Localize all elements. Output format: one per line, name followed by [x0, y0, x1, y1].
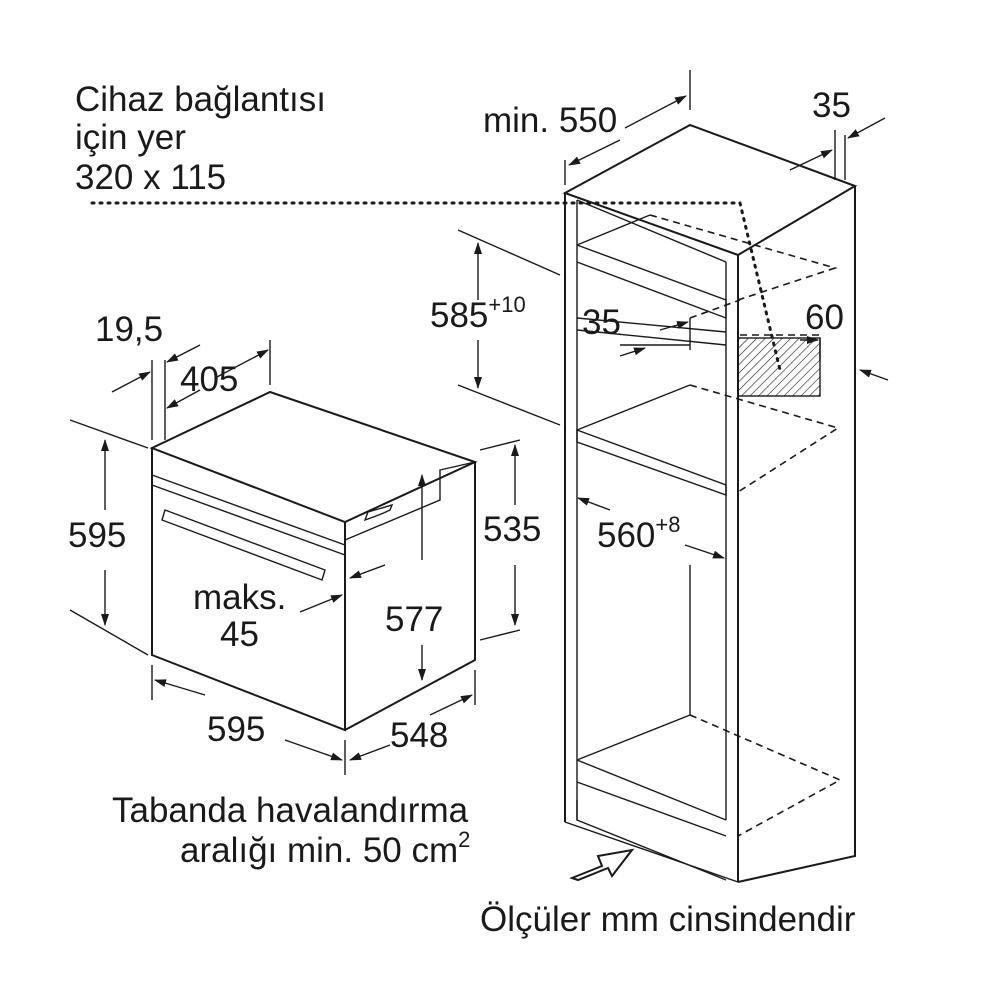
units-note: Ölçüler mm cinsindendir	[480, 900, 856, 939]
dim-560-tolerance: +8	[655, 512, 681, 537]
ventilation-label-2-text: aralığı min. 50 cm	[180, 831, 459, 870]
dim-548: 548	[390, 716, 449, 755]
dim-inner-60: 60	[805, 298, 844, 337]
dim-585-tolerance: +10	[488, 292, 526, 317]
connection-size: 320 x 115	[75, 158, 227, 197]
dim-585-value: 585	[430, 296, 489, 335]
ventilation-unit-sup: 2	[458, 827, 471, 852]
dim-maks-45: 45	[220, 615, 259, 654]
ventilation-label-2: aralığı min. 50 cm2	[180, 829, 470, 870]
ventilation-arrow-icon	[569, 848, 635, 882]
dim-19-5: 19,5	[95, 310, 164, 349]
dim-577: 577	[385, 600, 444, 639]
dim-405: 405	[180, 360, 239, 399]
dim-560-value: 560	[597, 516, 656, 555]
dim-535: 535	[483, 510, 542, 549]
dim-585: 585+10	[430, 294, 526, 335]
dim-560: 560+8	[597, 514, 681, 555]
tall-cabinet	[562, 123, 858, 883]
ventilation-label-1: Tabanda havalandırma	[112, 791, 469, 830]
dim-min-550: min. 550	[483, 101, 618, 140]
dim-inner-35: 35	[582, 303, 621, 342]
connection-label-1: Cihaz bağlantısı	[75, 80, 326, 119]
dim-oven-width-595: 595	[207, 710, 266, 749]
connection-dotted-line	[90, 201, 782, 372]
dimension-lines	[69, 70, 889, 775]
dim-top-35: 35	[812, 86, 851, 125]
dim-maks-label: maks.	[193, 578, 287, 617]
connection-label-2: için yer	[75, 118, 186, 157]
oven	[149, 390, 478, 732]
dim-oven-height-595: 595	[68, 516, 127, 555]
